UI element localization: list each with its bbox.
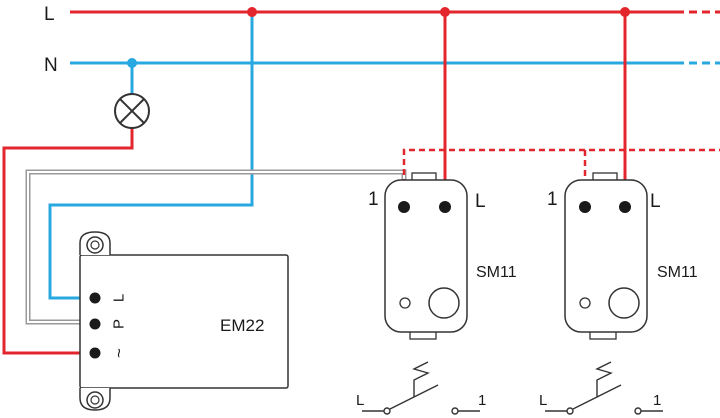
extension-wire bbox=[402, 148, 720, 205]
switch1-name: SM11 bbox=[476, 264, 517, 281]
module-name: EM22 bbox=[220, 316, 264, 335]
neutral-to-module-wire bbox=[48, 12, 254, 300]
switch2-terminal-1 bbox=[579, 201, 591, 213]
switch2-terminal-1-label: 1 bbox=[547, 189, 558, 210]
em22-module bbox=[79, 231, 289, 411]
module-terminal-ac bbox=[89, 347, 101, 359]
sm11-switch-2 bbox=[564, 172, 648, 340]
switch2-name: SM11 bbox=[657, 264, 698, 281]
module-terminal-l-label: L bbox=[111, 294, 128, 302]
switch1-terminal-1 bbox=[398, 201, 410, 213]
sm11-switch-1 bbox=[384, 172, 468, 340]
contact1-label-left: L bbox=[356, 392, 364, 409]
contact2-label-left: L bbox=[539, 392, 547, 409]
live-bus-label: L bbox=[44, 4, 55, 25]
lamp-to-module-wire bbox=[2, 128, 134, 355]
switch2-terminal-l-label: L bbox=[650, 191, 661, 212]
junction-dot bbox=[127, 58, 137, 68]
contact-symbol-2 bbox=[545, 361, 663, 415]
module-terminal-l bbox=[89, 292, 101, 304]
module-terminal-ac-label: ~ bbox=[110, 348, 129, 358]
junction-dot bbox=[620, 7, 630, 17]
lamp-cross-icon bbox=[114, 93, 150, 129]
module-terminal-p bbox=[89, 318, 101, 330]
neutral-bus-label: N bbox=[44, 55, 58, 76]
junction-dot bbox=[440, 7, 450, 17]
switch2-terminal-l bbox=[619, 201, 631, 213]
junction-dot bbox=[247, 7, 257, 17]
contact-symbol-1 bbox=[362, 361, 480, 415]
switch1-terminal-1-label: 1 bbox=[368, 189, 379, 210]
contact2-label-right: 1 bbox=[653, 392, 661, 409]
switch1-terminal-l bbox=[439, 201, 451, 213]
contact1-label-right: 1 bbox=[478, 392, 486, 409]
switch1-terminal-l-label: L bbox=[475, 191, 486, 212]
module-terminal-p-label: P bbox=[111, 319, 128, 329]
